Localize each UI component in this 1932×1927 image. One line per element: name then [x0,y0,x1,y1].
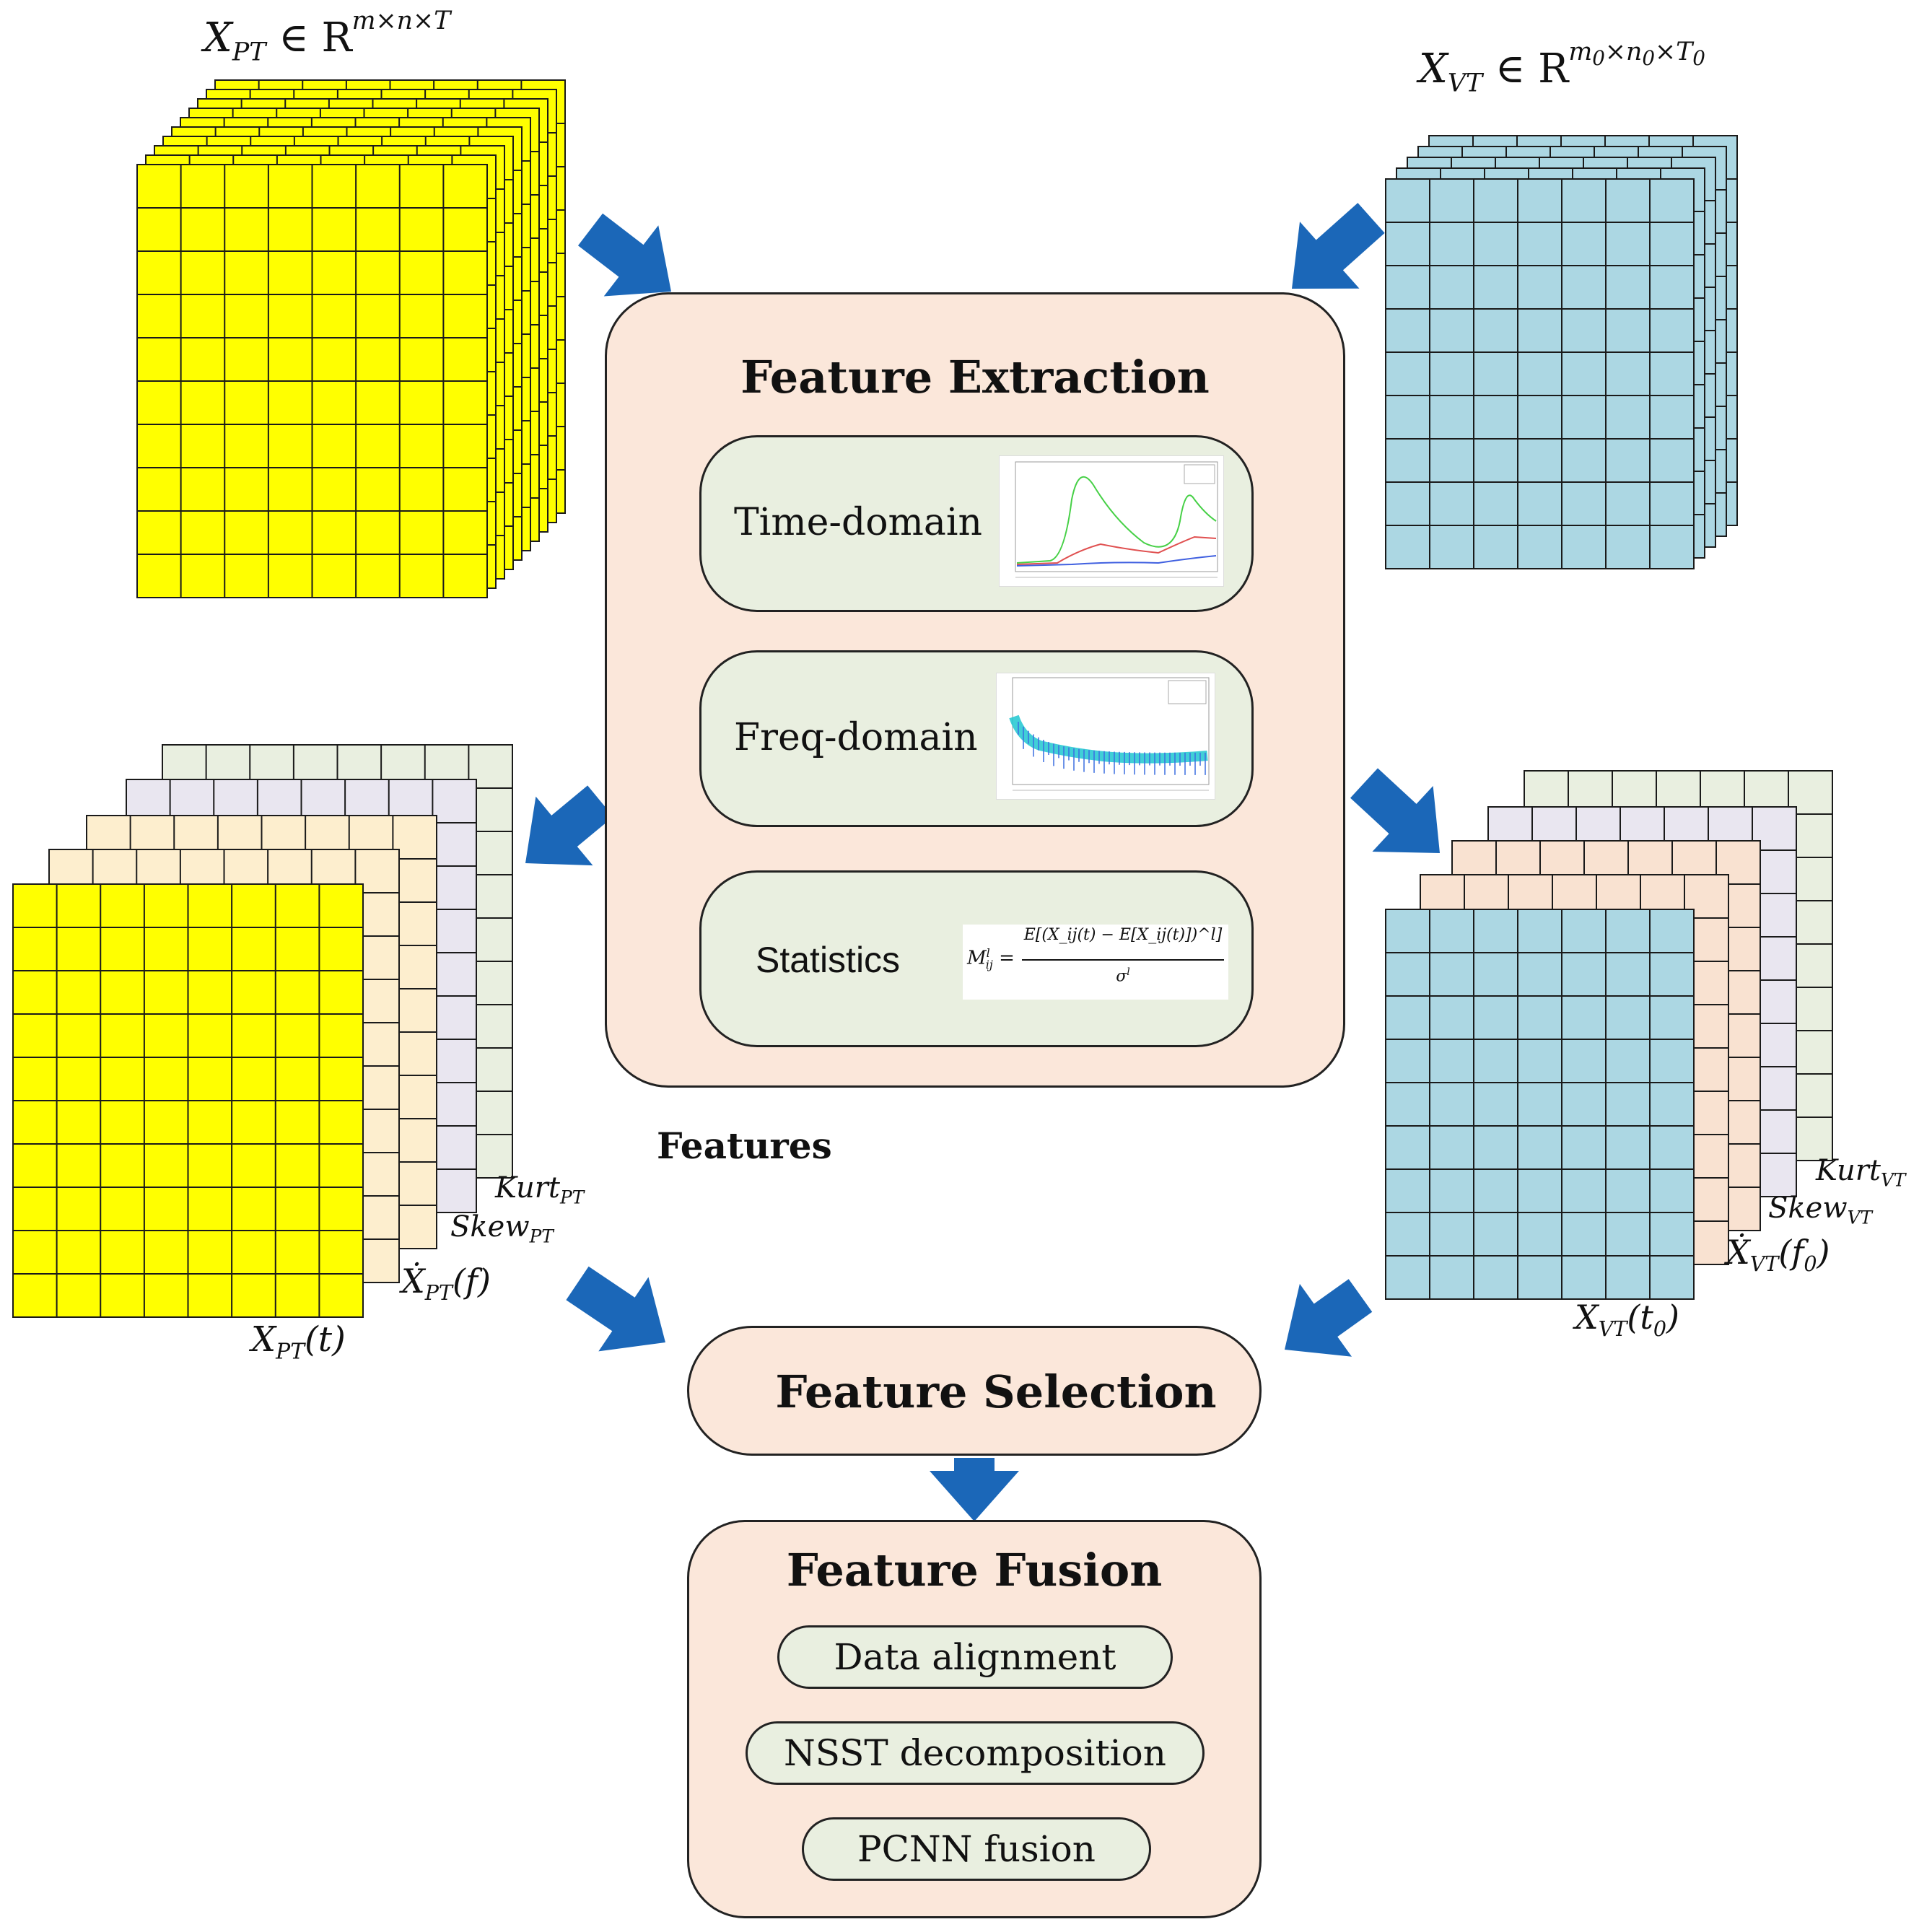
vt-input-front-layer [1385,178,1695,569]
pcnn-fusion-step: PCNN fusion [802,1817,1151,1881]
input-vt-label: XVT ∈ Rm0×n0×T0 [1419,38,1705,98]
flow-arrows [525,203,1441,1521]
data-alignment-label: Data alignment [834,1636,1116,1678]
feature-extraction-box: Feature Extraction Time-domain Freq-doma… [605,292,1345,1088]
statistics-block: Statistics Mlij = E[(X_ij(t) − E[X_ij(t)… [699,870,1254,1047]
pt-time-layer [12,883,364,1318]
vt-time-label: XVT(t0) [1575,1298,1679,1341]
vt-time-layer [1385,909,1695,1300]
arrow-pt-input-to-extraction [577,213,671,297]
pt-kurt-label: KurtPT [495,1171,585,1208]
feature-extraction-title: Feature Extraction [740,351,1210,403]
pt-freq-label: ẊPT(f) [401,1262,491,1305]
time-domain-block: Time-domain [699,435,1254,612]
input-pt-label: XPT ∈ Rm×n×T [204,6,451,67]
statistics-label: Statistics [756,940,901,980]
arrow-extraction-to-vt-features [1350,768,1441,853]
vt-input-front-layer-lines [1386,179,1694,569]
line-chart-icon [999,455,1224,587]
tensor-stacks [12,79,1833,1318]
pcnn-fusion-label: PCNN fusion [857,1828,1096,1870]
pt-time-layer-lines [13,884,363,1317]
arrow-pt-features-to-selection [566,1266,665,1352]
pt-input-front-layer [136,164,488,598]
vt-freq-label: ẊVT(f0) [1726,1233,1830,1276]
feature-fusion-title: Feature Fusion [786,1544,1163,1596]
data-alignment-step: Data alignment [777,1625,1173,1689]
feature-fusion-box: Feature Fusion Data alignment NSST decom… [687,1520,1262,1918]
arrow-vt-input-to-extraction [1292,203,1385,289]
feature-selection-box: Feature Selection [687,1326,1262,1456]
freq-domain-label: Freq-domain [734,716,978,759]
vt-time-layer-lines [1386,909,1694,1299]
arrow-selection-to-fusion [930,1458,1019,1521]
features-label: Features [657,1124,832,1167]
arrow-vt-features-to-selection [1284,1279,1373,1357]
pt-skew-label: SkewPT [450,1210,554,1247]
nsst-decomposition-label: NSST decomposition [784,1732,1166,1774]
moment-formula-icon: Mlij = E[(X_ij(t) − E[X_ij(t)])^l] σl [963,925,1228,1000]
vt-time-layer-frame [1385,909,1695,1300]
vt-kurt-label: KurtVT [1816,1154,1906,1191]
arrow-extraction-to-pt-features [525,785,613,866]
spectrum-chart-icon [996,673,1215,800]
pt-input-front-layer-lines [137,165,487,598]
vt-skew-label: SkewVT [1768,1192,1873,1228]
pt-time-label: XPT(t) [251,1319,346,1365]
time-domain-label: Time-domain [734,501,982,544]
vt-input-front-layer-frame [1385,178,1695,569]
freq-domain-block: Freq-domain [699,650,1254,827]
feature-selection-title: Feature Selection [775,1365,1217,1418]
nsst-decomposition-step: NSST decomposition [746,1721,1205,1785]
